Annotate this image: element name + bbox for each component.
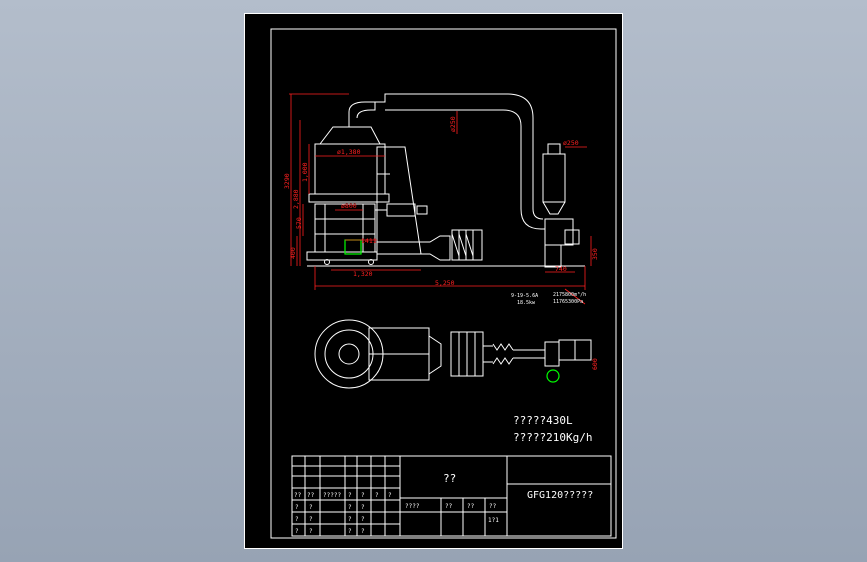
heater-box bbox=[451, 229, 483, 261]
row-2-cell-2: ? bbox=[348, 528, 352, 535]
drawing-number: GFG120????? bbox=[527, 490, 593, 501]
highlight-parts bbox=[344, 239, 560, 383]
row-0-cell-1: ? bbox=[309, 504, 313, 511]
dim-600: 600 bbox=[591, 358, 599, 370]
fan-power: 18.5kw bbox=[517, 300, 536, 306]
dimension-lines bbox=[289, 93, 592, 305]
title-name-cell: ?? bbox=[443, 472, 456, 485]
row-2-cell-1: ? bbox=[309, 528, 313, 535]
plan-view bbox=[314, 319, 592, 389]
dim-1320: 1,320 bbox=[353, 270, 373, 278]
row-0-cell-0: ? bbox=[295, 504, 299, 511]
fan-motor bbox=[544, 218, 574, 246]
fan-flow: 2175800m³/h bbox=[553, 292, 586, 298]
row-1-cell-3: ? bbox=[361, 516, 365, 523]
title-block-frame bbox=[291, 455, 612, 537]
dim-350: 350 bbox=[591, 248, 599, 260]
dim-740: 740 bbox=[555, 265, 567, 273]
dim-dia-250-side: ø250 bbox=[563, 139, 579, 147]
dim-dia-800: ø800 bbox=[341, 202, 357, 210]
cyclone-separator bbox=[542, 153, 566, 203]
green-outlet bbox=[546, 369, 560, 383]
sign-cell-1: ?? bbox=[445, 503, 453, 510]
fan-pressure: 11765300Pa bbox=[553, 299, 583, 305]
control-cabinet bbox=[376, 146, 422, 255]
row-1-cell-2: ? bbox=[348, 516, 352, 523]
sign-cell-0: ???? bbox=[405, 503, 420, 510]
row-0-cell-3: ? bbox=[361, 504, 365, 511]
inner-border bbox=[270, 28, 617, 539]
front-view bbox=[306, 93, 585, 268]
dim-3290: 3290 bbox=[283, 173, 291, 189]
sign-cell-3: ?? bbox=[489, 503, 497, 510]
row-1-cell-1: ? bbox=[309, 516, 313, 523]
row-2-cell-0: ? bbox=[295, 528, 299, 535]
header-cell-0: ?? bbox=[294, 492, 302, 499]
dim-1000: 1,000 bbox=[301, 162, 309, 182]
header-cell-5: ? bbox=[375, 492, 379, 499]
fan-spec-note: 9-19-5.6A 18.5kw 2175800m³/h 11765300Pa bbox=[511, 292, 586, 306]
title-block bbox=[291, 455, 612, 537]
duct-pipe bbox=[348, 93, 534, 209]
drawing-sheet: 3290 2,880 1,000 570 400 ø1,380 ø250 ø25… bbox=[244, 13, 623, 549]
row-0-cell-2: ? bbox=[348, 504, 352, 511]
row-2-cell-3: ? bbox=[361, 528, 365, 535]
dim-570: 570 bbox=[295, 217, 303, 229]
scale-cell: 1?1 bbox=[488, 517, 499, 524]
dim-dia-1380: ø1,380 bbox=[337, 148, 361, 156]
dim-400: 400 bbox=[289, 247, 297, 259]
row-1-cell-0: ? bbox=[295, 516, 299, 523]
header-cell-4: ? bbox=[361, 492, 365, 499]
capacity-notes: ?????430L ?????210Kg/h bbox=[513, 414, 592, 444]
header-cell-6: ? bbox=[388, 492, 392, 499]
dimension-texts: 3290 2,880 1,000 570 400 ø1,380 ø250 ø25… bbox=[283, 116, 599, 370]
dim-dia-250-top: ø250 bbox=[449, 116, 457, 132]
dim-1411: 1411 bbox=[361, 237, 377, 245]
title-block-texts: ?? GFG120????? ?? ?? ????? ? ? ? ? ? ? ?… bbox=[294, 472, 593, 535]
header-cell-1: ?? bbox=[307, 492, 315, 499]
volume-note: ?????430L bbox=[513, 414, 573, 427]
dim-5250: 5,250 bbox=[435, 279, 455, 287]
header-cell-2: ????? bbox=[323, 492, 341, 499]
sign-cell-2: ?? bbox=[467, 503, 475, 510]
cad-drawing: 3290 2,880 1,000 570 400 ø1,380 ø250 ø25… bbox=[270, 28, 617, 539]
fan-model: 9-19-5.6A bbox=[511, 293, 538, 299]
header-cell-3: ? bbox=[348, 492, 352, 499]
dryer-dome bbox=[318, 126, 381, 145]
capacity-note: ?????210Kg/h bbox=[513, 431, 592, 444]
dim-2880: 2,880 bbox=[292, 189, 300, 209]
